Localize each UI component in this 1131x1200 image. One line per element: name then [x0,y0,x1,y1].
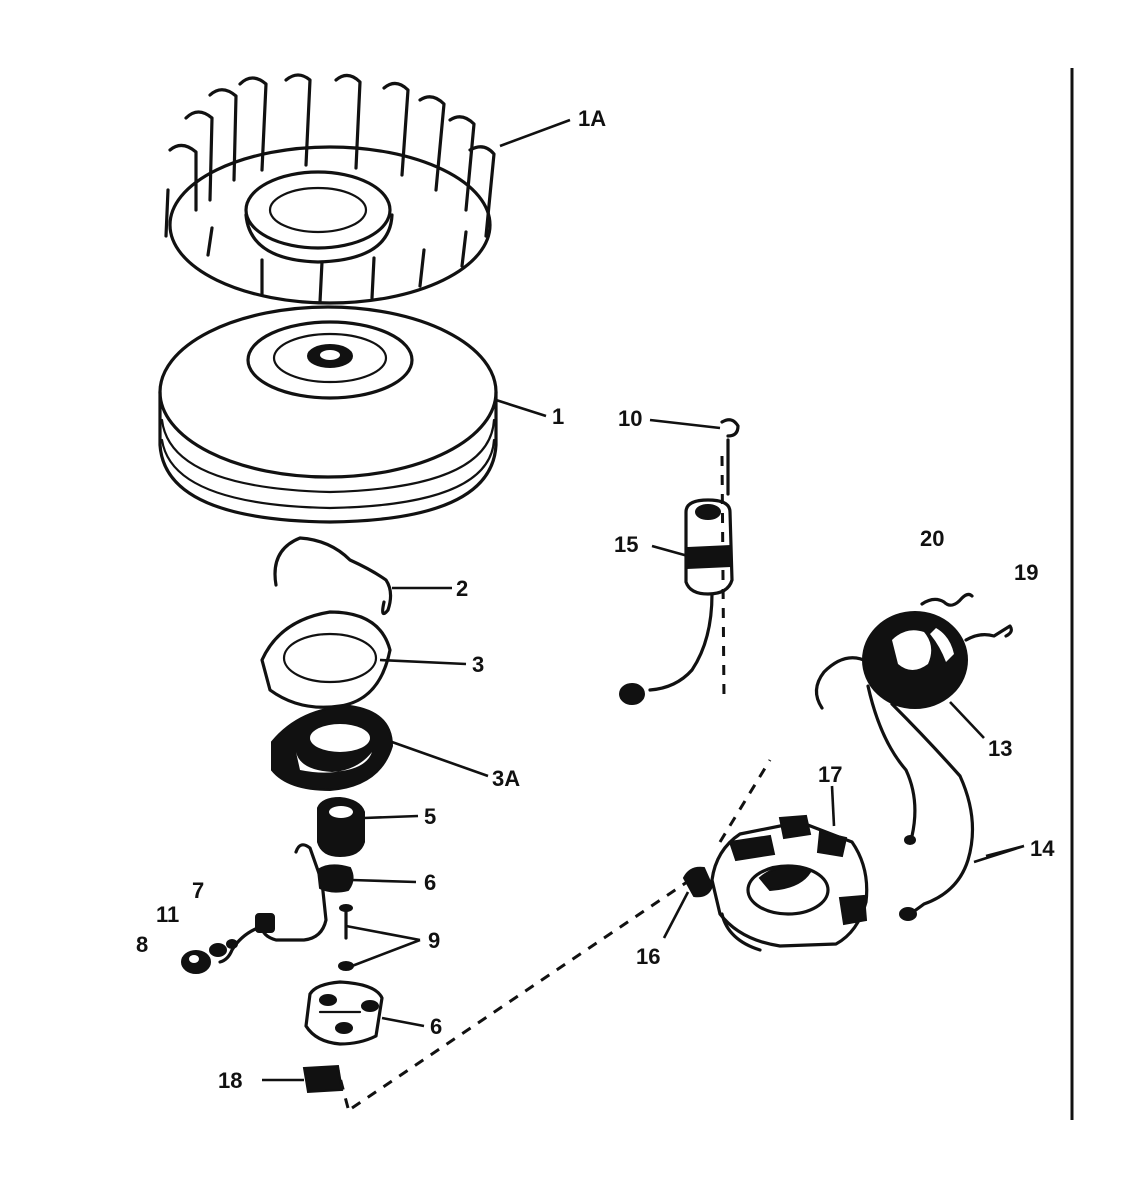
part-screw [720,418,740,496]
callout-18: 18 [218,1068,242,1093]
part-condenser [619,498,734,705]
part-gasket [260,610,392,709]
callout-10: 10 [618,406,642,431]
callout-8: 8 [136,932,148,957]
callout-5: 5 [424,804,436,829]
callout-11: 11 [156,902,179,927]
callout-13: 13 [988,736,1012,761]
callout-7: 7 [192,878,204,903]
part-bushing [317,796,365,858]
part-fan [164,73,496,305]
part-spring-clip [273,536,393,616]
part-breaker-assembly [682,814,869,952]
callout-15: 15 [614,532,638,557]
callout-2: 2 [456,576,468,601]
part-breaker-arm [218,843,354,964]
callout-1A: 1A [578,106,606,131]
callout-6-upper: 6 [424,870,436,895]
part-flywheel [158,305,498,524]
part-small-hardware [181,939,238,974]
part-clip-19 [964,624,1013,642]
centre-line-lower [336,759,772,1110]
callout-1: 1 [552,404,564,429]
part-bracket [304,980,384,1046]
callout-20: 20 [920,526,944,551]
part-clip-20 [920,592,974,607]
callout-17: 17 [818,762,842,787]
part-screws [338,904,354,971]
callout-14: 14 [1030,836,1055,861]
callout-16: 16 [636,944,660,969]
callout-19: 19 [1014,560,1038,585]
part-coil [814,611,968,710]
part-plate [271,704,394,792]
part-felt-pad [302,1064,344,1094]
callout-9: 9 [428,928,440,953]
callout-3A: 3A [492,766,520,791]
callout-6-lower: 6 [430,1014,442,1039]
centre-line-condenser [720,455,726,701]
callout-3: 3 [472,652,484,677]
part-leads [866,684,975,921]
leader-lines [262,118,1025,1082]
